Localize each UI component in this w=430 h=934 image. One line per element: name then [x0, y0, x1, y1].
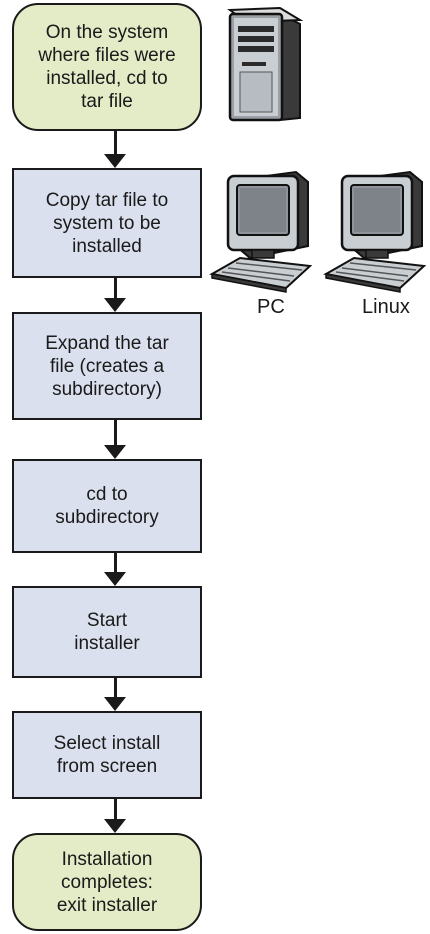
step-line: tar file — [81, 91, 133, 112]
step-line: cd to — [86, 484, 128, 505]
step-line: installer — [74, 633, 140, 654]
step-line: installed, cd to — [46, 68, 168, 89]
flow-arrow — [104, 278, 126, 312]
step-start-terminal: On the system where files were installed… — [12, 3, 202, 131]
flow-arrow — [104, 131, 126, 168]
step-line: Select install — [53, 733, 161, 754]
step-copy-tar-file: Copy tar file to system to be installed — [12, 168, 202, 278]
tower-server-icon — [227, 6, 304, 122]
linux-label: Linux — [362, 296, 410, 318]
step-line: system to be — [53, 212, 161, 234]
step-line: Installation — [61, 848, 153, 870]
step-line: subdirectory) — [52, 378, 162, 400]
pc-label: PC — [257, 296, 285, 318]
step-cd-to-subdirectory: cd to subdirectory — [12, 459, 202, 553]
step-line: installed — [72, 235, 142, 257]
step-select-install: Select install from screen — [12, 711, 202, 799]
step-line: from screen — [56, 756, 158, 777]
step-line: where files were — [38, 45, 176, 66]
linux-computer-icon — [323, 170, 427, 293]
step-start-installer: Start installer — [12, 586, 202, 678]
flow-arrow — [104, 678, 126, 711]
step-expand-tar-file: Expand the tar file (creates a subdirect… — [12, 312, 202, 420]
flow-arrow — [104, 799, 126, 833]
step-line: On the system — [45, 22, 169, 43]
step-line: subdirectory — [55, 507, 159, 528]
step-line: Copy tar file to — [45, 189, 169, 211]
step-line: exit installer — [56, 894, 158, 916]
flow-arrow — [104, 553, 126, 586]
flow-arrow — [104, 420, 126, 459]
step-line: completes: — [61, 871, 153, 893]
pc-computer-icon — [209, 170, 313, 293]
step-line: Expand the tar — [45, 332, 169, 354]
step-line: file (creates a — [49, 355, 165, 377]
step-end-terminal: Installation completes: exit installer — [12, 833, 202, 931]
step-line: Start — [86, 610, 128, 631]
